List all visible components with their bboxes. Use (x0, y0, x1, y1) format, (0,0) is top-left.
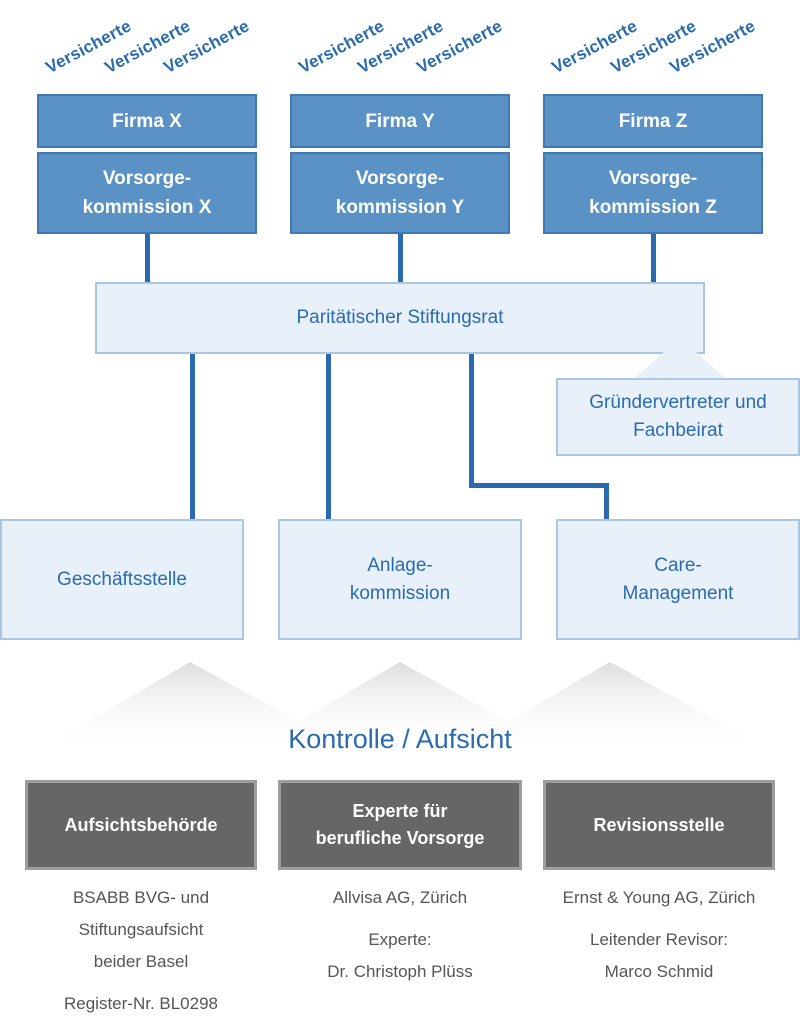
revision-info-role: Leitender Revisor: (590, 930, 728, 949)
revisionsstelle-box: Revisionsstelle (543, 780, 775, 870)
experte-info: Allvisa AG, Zürich Experte: Dr. Christop… (278, 882, 522, 988)
vorsorgekommission-y-line1: Vorsorge- (355, 168, 445, 189)
connector-z-stiftungsrat (651, 234, 656, 282)
care-management-line2: Management (622, 582, 734, 604)
aufsichtsbehoerde-box: Aufsichtsbehörde (25, 780, 257, 870)
aufsichtsbehoerde-label: Aufsichtsbehörde (64, 814, 218, 835)
connector-care-vertical-2 (604, 483, 609, 520)
gruender-pointer (630, 338, 730, 382)
vorsorgekommission-z-line1: Vorsorge- (608, 168, 698, 189)
aufsicht-info-line1: BSABB BVG- und (72, 888, 210, 907)
experte-info-person: Dr. Christoph Plüss (327, 962, 473, 981)
aufsicht-info: BSABB BVG- und Stiftungsaufsicht beider … (25, 882, 257, 1020)
firma-x-box: Firma X (37, 94, 257, 148)
experte-box: Experte für berufliche Vorsorge (278, 780, 522, 870)
firma-z-box: Firma Z (543, 94, 763, 148)
revisionsstelle-label: Revisionsstelle (593, 814, 725, 835)
connector-care-vertical-1 (469, 354, 474, 488)
firma-y-label: Firma Y (365, 110, 435, 132)
vorsorgekommission-y-box: Vorsorge- kommission Y (290, 152, 510, 234)
experte-info-company: Allvisa AG, Zürich (332, 888, 468, 907)
vorsorgekommission-z-box: Vorsorge- kommission Z (543, 152, 763, 234)
aufsicht-info-line2: Stiftungsaufsicht (78, 920, 204, 939)
care-management-line1: Care- (654, 554, 702, 576)
gruender-line1: Gründervertreter und (589, 392, 767, 413)
anlagekommission-line1: Anlage- (367, 554, 433, 576)
revision-info-company: Ernst & Young AG, Zürich (562, 888, 756, 907)
gruender-box: Gründervertreter und Fachbeirat (556, 378, 800, 456)
revision-info-person: Marco Schmid (604, 962, 714, 981)
firma-x-label: Firma X (112, 110, 182, 132)
connector-care-horizontal (469, 483, 609, 488)
stiftungsrat-label: Paritätischer Stiftungsrat (296, 307, 504, 328)
vorsorgekommission-z-line2: kommission Z (589, 197, 717, 218)
revision-info: Ernst & Young AG, Zürich Leitender Revis… (535, 882, 783, 988)
gruender-line2: Fachbeirat (633, 420, 723, 441)
aufsicht-register: Register-Nr. BL0298 (63, 994, 219, 1013)
connector-x-stiftungsrat (145, 234, 150, 282)
vorsorgekommission-x-line2: kommission X (82, 197, 212, 218)
vorsorgekommission-y-line2: kommission Y (335, 197, 465, 218)
firma-y-box: Firma Y (290, 94, 510, 148)
care-management-box: Care- Management (556, 519, 800, 640)
experte-line1: Experte für (352, 801, 448, 821)
connector-y-stiftungsrat (398, 234, 403, 282)
aufsicht-info-line3: beider Basel (93, 952, 189, 971)
geschaeftsstelle-label: Geschäftsstelle (57, 568, 187, 590)
vorsorgekommission-x-line1: Vorsorge- (102, 168, 192, 189)
firma-z-label: Firma Z (618, 110, 688, 132)
geschaeftsstelle-box: Geschäftsstelle (0, 519, 244, 640)
experte-info-role: Experte: (368, 930, 432, 949)
connector-anlagekommission (326, 354, 331, 520)
stiftungsrat-box: Paritätischer Stiftungsrat (95, 282, 705, 354)
experte-line2: berufliche Vorsorge (315, 828, 485, 848)
vorsorgekommission-x-box: Vorsorge- kommission X (37, 152, 257, 234)
background-mountains (40, 662, 770, 750)
anlagekommission-box: Anlage- kommission (278, 519, 522, 640)
connector-geschaeftsstelle (190, 354, 195, 520)
anlagekommission-line2: kommission (349, 582, 451, 604)
kontrolle-aufsicht-title: Kontrolle / Aufsicht (288, 724, 512, 754)
